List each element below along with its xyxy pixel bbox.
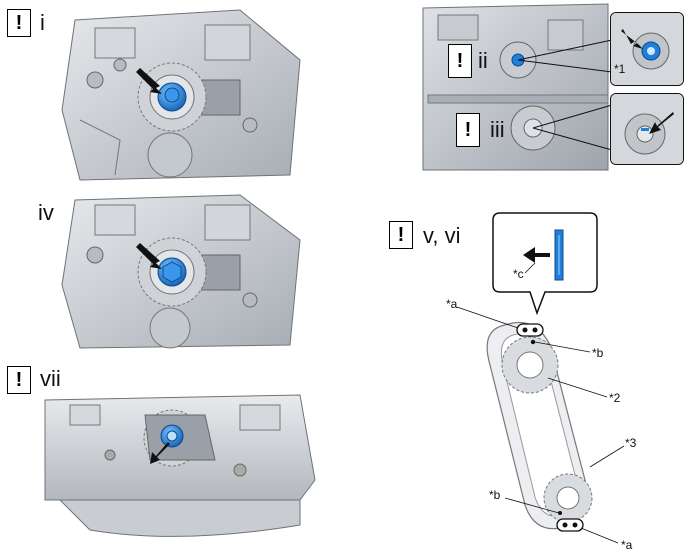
warning-mark-icon: ! (456, 113, 480, 147)
callout-a-top: *a (446, 297, 458, 311)
engine-front-illustration-i (61, 9, 301, 181)
timing-chain-diagram (456, 212, 625, 544)
detail-inset-iii (610, 93, 684, 165)
step-label-iv: iv (38, 200, 54, 225)
warning-mark-icon: ! (7, 9, 31, 37)
panel-step-ii-iii: ! ii ! iii *1 (418, 0, 688, 180)
engine-front-illustration-iv (61, 194, 301, 349)
step-label-v-vi: v, vi (423, 223, 461, 248)
engine-bottom-illustration-vii (44, 394, 316, 537)
step-label-i: i (40, 10, 45, 35)
panel-step-iv: iv (0, 190, 320, 350)
callout-b-bottom: *b (489, 488, 501, 502)
callout-b-top: *b (592, 346, 604, 360)
panel-step-v-vi: ! v, vi *c *a *b (385, 205, 688, 560)
step-label-ii: ii (478, 48, 488, 73)
step-label-iii: iii (490, 117, 505, 142)
callout-star1: *1 (614, 62, 626, 76)
detail-inset-ii (610, 12, 684, 86)
callout-c: *c (513, 267, 524, 281)
panel-step-i: ! i (0, 0, 320, 185)
callout-star2: *2 (609, 391, 621, 405)
callout-a-bottom: *a (621, 538, 633, 552)
callout-star3: *3 (625, 436, 637, 450)
warning-mark-icon: ! (448, 44, 472, 78)
panel-step-vii: ! vii (0, 360, 330, 560)
step-label-vii: vii (40, 366, 61, 391)
warning-mark-icon: ! (389, 221, 413, 249)
warning-mark-icon: ! (7, 366, 31, 394)
